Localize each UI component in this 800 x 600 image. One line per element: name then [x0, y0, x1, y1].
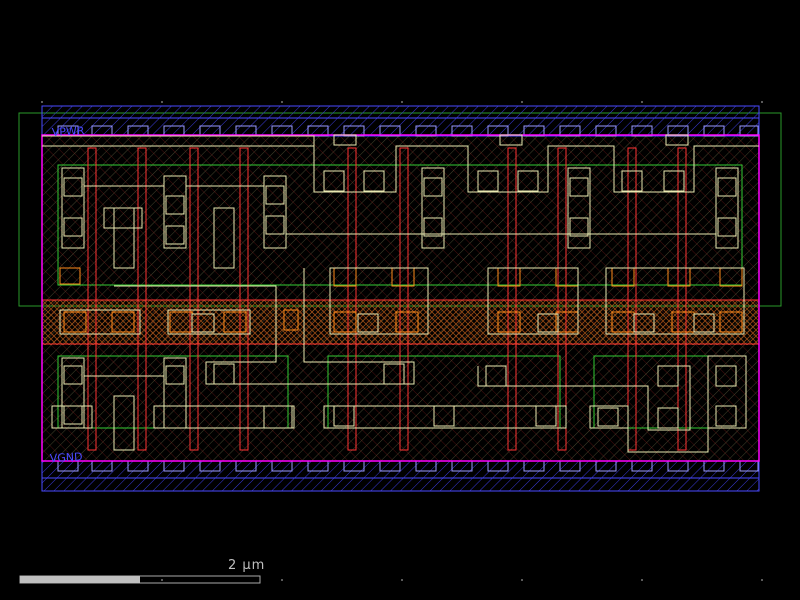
vpwr-label: VPWR: [51, 124, 85, 139]
poly-gates: [41, 147, 760, 451]
poly-contacts: [59, 267, 743, 333]
scale-label: 2 µm: [228, 558, 266, 573]
vgnd-label: VGND: [49, 450, 82, 465]
scale-bar: [19, 575, 261, 584]
local-interconnect: [41, 134, 760, 462]
